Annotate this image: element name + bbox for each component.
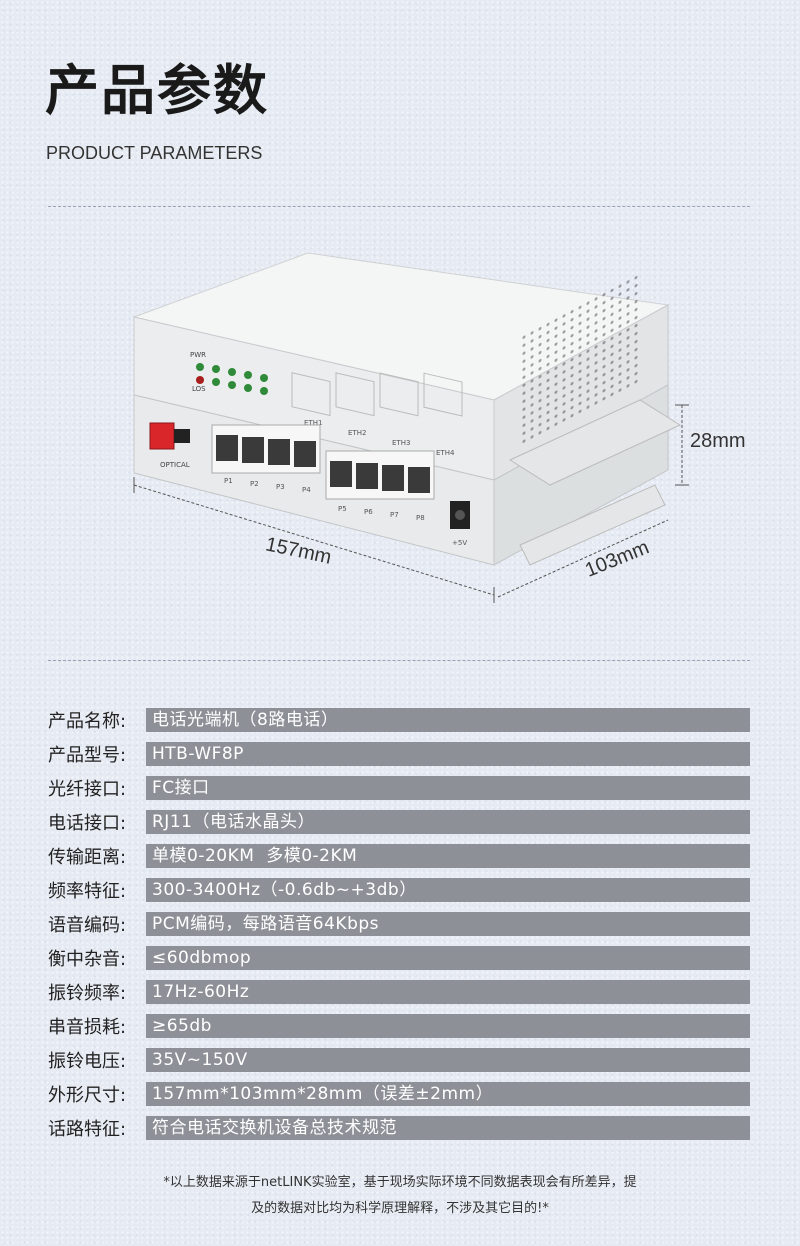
port-p1-label: P1 — [224, 477, 233, 485]
port-p7-label: P7 — [390, 511, 399, 519]
param-label: 振铃电压: — [48, 1051, 127, 1072]
param-row: 产品型号: HTB-WF8P — [48, 737, 750, 771]
param-value: RJ11（电话水晶头） — [146, 810, 750, 834]
param-row: 振铃频率: 17Hz-60Hz — [48, 975, 750, 1009]
phone-ports-group-1 — [211, 424, 321, 474]
param-label: 衡中杂音: — [48, 949, 127, 970]
los-label: LOS — [192, 385, 206, 393]
param-row: 电话接口: RJ11（电话水晶头） — [48, 805, 750, 839]
parameter-list: 产品名称: 电话光端机（8路电话） 产品型号: HTB-WF8P 光纤接口: F… — [48, 703, 750, 1145]
param-label: 振铃频率: — [48, 983, 127, 1004]
optical-connector-icon — [149, 422, 175, 450]
param-row: 频率特征: 300-3400Hz（-0.6db~+3db） — [48, 873, 750, 907]
param-row: 话路特征: 符合电话交换机设备总技术规范 — [48, 1111, 750, 1145]
dimension-height: 28mm — [690, 430, 746, 452]
divider-top — [48, 206, 750, 207]
param-value: 电话光端机（8路电话） — [146, 708, 750, 732]
port-p6-label: P6 — [364, 508, 373, 516]
footnote-line-1: *以上数据来源于netLINK实验室，基于现场实际环境不同数据表现会有所差异，提 — [163, 1175, 637, 1190]
param-value: 300-3400Hz（-0.6db~+3db） — [146, 878, 750, 902]
param-label: 电话接口: — [48, 813, 127, 834]
param-row: 串音损耗: ≥65db — [48, 1009, 750, 1043]
param-value: FC接口 — [146, 776, 750, 800]
eth2-label: ETH2 — [348, 429, 366, 437]
param-value: HTB-WF8P — [146, 742, 750, 766]
power-label: +5V — [452, 539, 467, 547]
product-image: PWR LOS ETH1 ETH2 ETH3 ETH4 OPTICAL P1 P… — [132, 252, 689, 603]
param-row: 光纤接口: FC接口 — [48, 771, 750, 805]
page-subtitle: PRODUCT PARAMETERS — [46, 143, 263, 163]
eth4-label: ETH4 — [436, 449, 455, 457]
param-label: 产品名称: — [48, 711, 127, 732]
param-row: 传输距离: 单模0-20KM 多模0-2KM — [48, 839, 750, 873]
param-label: 语音编码: — [48, 915, 127, 936]
param-value: PCM编码，每路语音64Kbps — [146, 912, 750, 936]
port-p2-label: P2 — [250, 480, 259, 488]
page-title: 产品参数 — [45, 59, 269, 122]
param-row: 产品名称: 电话光端机（8路电话） — [48, 703, 750, 737]
param-label: 光纤接口: — [48, 779, 127, 800]
param-row: 衡中杂音: ≤60dbmop — [48, 941, 750, 975]
param-label: 外形尺寸: — [48, 1085, 127, 1106]
param-row: 语音编码: PCM编码，每路语音64Kbps — [48, 907, 750, 941]
footnote-line-2: 及的数据对比均为科学原理解释，不涉及其它目的!* — [251, 1201, 549, 1216]
phone-ports-group-2 — [325, 450, 435, 500]
port-p4-label: P4 — [302, 486, 311, 494]
param-label: 传输距离: — [48, 847, 127, 868]
param-label: 话路特征: — [48, 1119, 127, 1140]
param-value: 17Hz-60Hz — [146, 980, 750, 1004]
footnote: *以上数据来源于netLINK实验室，基于现场实际环境不同数据表现会有所差异，提… — [0, 1170, 800, 1222]
eth1-label: ETH1 — [304, 419, 322, 427]
param-row: 振铃电压: 35V~150V — [48, 1043, 750, 1077]
eth3-label: ETH3 — [392, 439, 410, 447]
divider-middle — [48, 660, 750, 661]
param-label: 产品型号: — [48, 745, 127, 766]
port-p5-label: P5 — [338, 505, 347, 513]
param-row: 外形尺寸: 157mm*103mm*28mm（误差±2mm） — [48, 1077, 750, 1111]
param-value: 35V~150V — [146, 1048, 750, 1072]
param-value: 单模0-20KM 多模0-2KM — [146, 844, 750, 868]
pwr-led — [196, 363, 204, 371]
param-label: 频率特征: — [48, 881, 127, 902]
los-led — [196, 376, 204, 384]
param-value: ≤60dbmop — [146, 946, 750, 970]
optical-label: OPTICAL — [160, 461, 190, 469]
port-p3-label: P3 — [276, 483, 285, 491]
param-label: 串音损耗: — [48, 1017, 127, 1038]
param-value: ≥65db — [146, 1014, 750, 1038]
pwr-label: PWR — [190, 351, 206, 359]
param-value: 符合电话交换机设备总技术规范 — [146, 1116, 750, 1140]
port-p8-label: P8 — [416, 514, 425, 522]
param-value: 157mm*103mm*28mm（误差±2mm） — [146, 1082, 750, 1106]
